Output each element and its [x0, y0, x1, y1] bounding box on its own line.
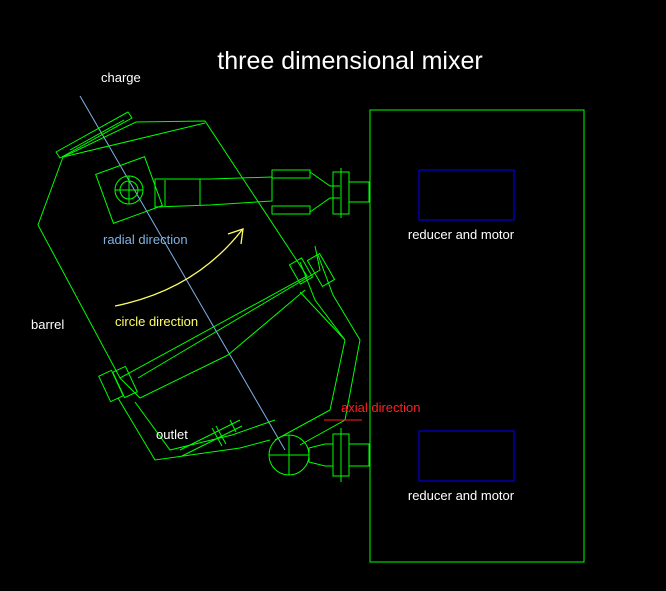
diagram-title: three dimensional mixer — [217, 47, 482, 75]
circle-direction-label: circle direction — [115, 314, 198, 329]
motor-box-bottom — [418, 430, 515, 482]
reducer-housing — [369, 109, 585, 563]
axial-direction-label: axial direction — [341, 400, 421, 415]
barrel-label: barrel — [31, 317, 64, 332]
upper-bearing — [95, 156, 163, 224]
motor-label-top: reducer and motor — [408, 227, 515, 242]
lower-left-bracket — [98, 365, 138, 403]
motor-label-bottom: reducer and motor — [408, 488, 515, 503]
motor-box-top — [418, 169, 515, 221]
outlet-arm — [117, 397, 276, 461]
charge-port — [55, 111, 133, 159]
radial-axis-line — [79, 95, 286, 451]
radial-direction-label: radial direction — [103, 232, 188, 247]
charge-label: charge — [101, 70, 141, 85]
barrel-body — [37, 120, 321, 399]
lower-bearing — [268, 428, 370, 482]
outlet-label: outlet — [156, 427, 188, 442]
lower-support-arm — [274, 252, 361, 446]
circle-direction-arrow — [114, 228, 244, 307]
upper-drive-shaft — [154, 168, 370, 218]
